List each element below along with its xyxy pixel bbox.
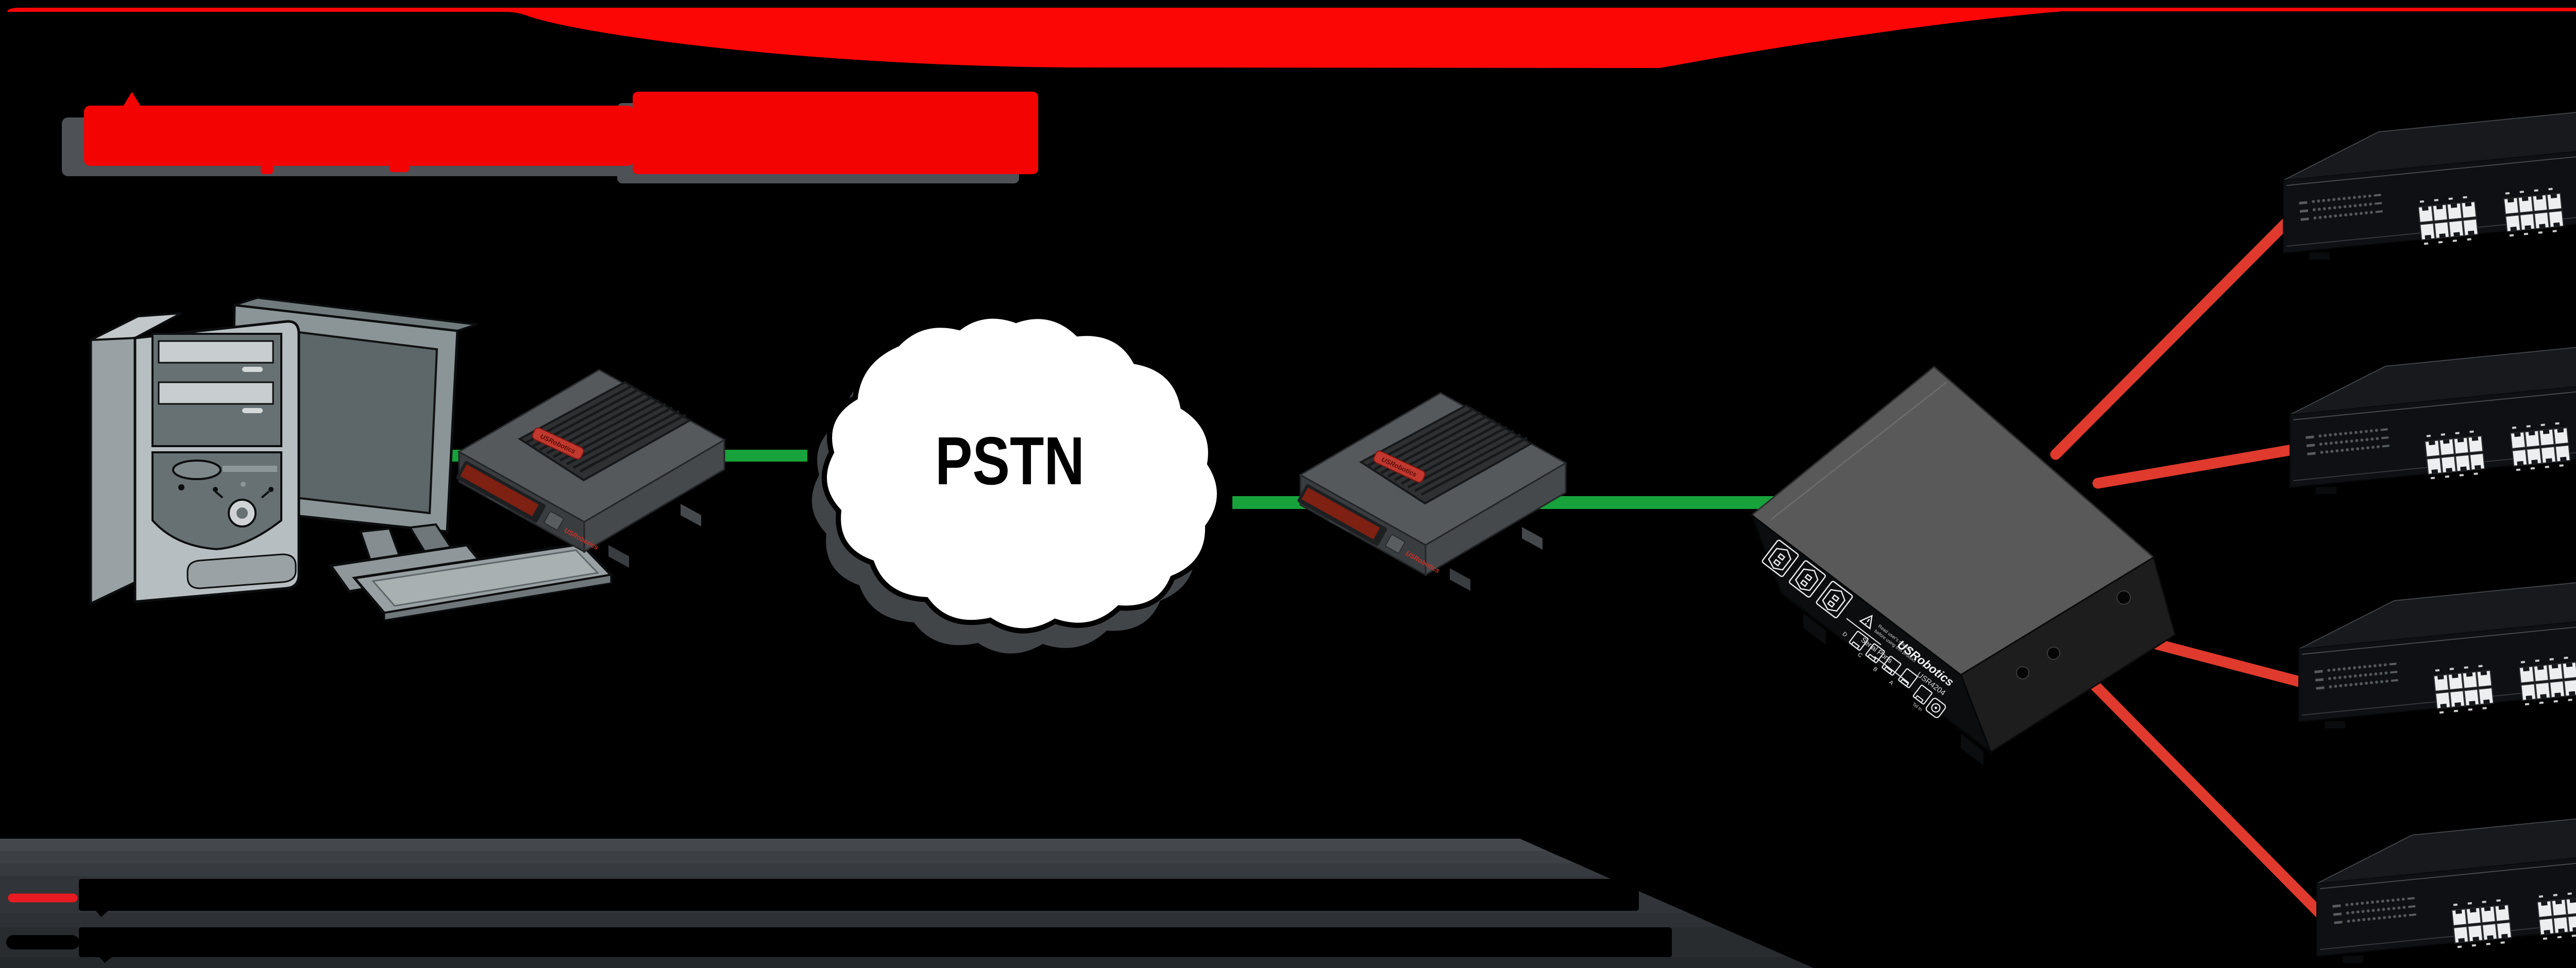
dc-power-jack: [1925, 698, 1946, 718]
drive-eject-button: [242, 408, 263, 413]
legend-caption-redacted-1: [79, 879, 1639, 917]
pc-tower: [89, 312, 300, 606]
knob-mark-icon: [261, 490, 270, 499]
power-knob-icon: [236, 507, 248, 519]
serial-ports-rule: [1874, 656, 1909, 684]
disc-slot-icon: [172, 460, 222, 480]
tower-drive-bay: [158, 381, 274, 405]
tower-side-face: [89, 314, 140, 606]
serial-line-2: [2092, 444, 2301, 489]
console-foot-icon: [1803, 613, 1826, 645]
serial-ports-rule: [1846, 618, 1882, 646]
console-top-seam: [1771, 381, 1947, 520]
pc-workstation: [89, 296, 614, 621]
redacted-title-line-1: [7, 8, 2576, 68]
legend-caption-redacted-2: [79, 927, 1672, 963]
led-dot-icon: [178, 484, 184, 490]
keyboard-keys-area: [371, 549, 600, 607]
monitor-top-edge: [234, 296, 477, 332]
pstn-cloud-label: PSTN: [935, 423, 1084, 499]
pc-keyboard: [352, 542, 614, 621]
pstn-cloud: PSTN: [811, 313, 1222, 654]
tower-top-face: [90, 312, 182, 341]
cloud-shape: [821, 313, 1222, 634]
legend: [6, 879, 1672, 963]
serial-line-3: [2137, 635, 2313, 689]
iec-power-inlets: [1761, 539, 1853, 619]
redacted-title-line-2: [62, 92, 1038, 183]
serial-line-1: [2050, 212, 2297, 460]
tower-vent-recess: [187, 553, 297, 589]
knob-mark-icon: [214, 490, 224, 499]
console-screw-icon: [2047, 647, 2060, 660]
console-screw-icon: [2016, 666, 2029, 680]
led-dot-icon: [241, 482, 246, 487]
console-server: Read user's manual before using this pro…: [1750, 366, 2176, 766]
serial-lines: [2050, 212, 2330, 924]
console-foot-icon: [1961, 734, 1984, 766]
tower-drive-bay: [158, 340, 274, 364]
warning-triangle-icon: [1859, 615, 1873, 630]
serial-line-4: [2083, 673, 2330, 924]
vent-slot-icon: [223, 466, 277, 472]
drive-eject-button: [242, 367, 263, 372]
console-front-face: [1750, 513, 1993, 755]
console-screw-icon: [2116, 590, 2131, 605]
